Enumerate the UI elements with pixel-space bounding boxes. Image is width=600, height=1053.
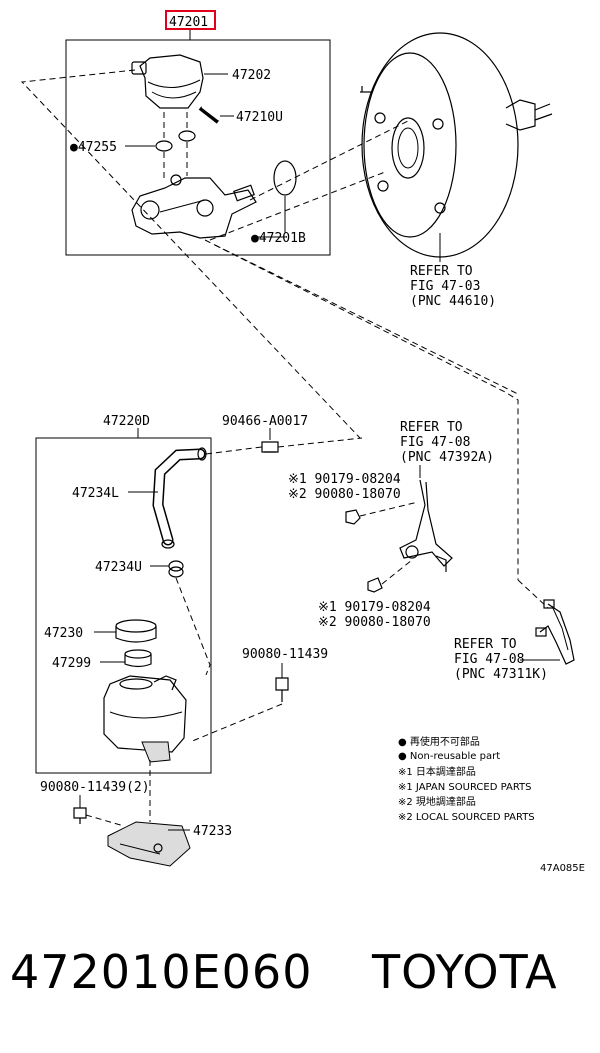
- callout-47233: 47233: [193, 824, 232, 839]
- master-cylinder-body[interactable]: [131, 142, 257, 239]
- oring-47201b[interactable]: [258, 160, 297, 238]
- callout-90466: 90466-A0017: [222, 414, 308, 429]
- junction1-line-1: ※1 90179-08204: [288, 472, 401, 487]
- brake-booster[interactable]: [360, 32, 553, 262]
- footer-part-number: 472010E060: [10, 945, 312, 999]
- refer-pedal-line-1: REFER TO: [400, 420, 463, 435]
- callout-47234l: 47234L: [72, 486, 119, 501]
- refer-booster-line-2: FIG 47-03: [410, 279, 480, 294]
- callout-47220d: 47220D: [103, 414, 150, 429]
- grommets-47255[interactable]: [125, 112, 196, 152]
- legend-line-5: ※2 現地調達部品: [398, 795, 476, 808]
- junction1-line-2: ※2 90080-18070: [288, 487, 401, 502]
- legend: ● 再使用不可部品 ● Non-reusable part ※1 日本調達部品 …: [398, 735, 535, 823]
- nut-junction-1[interactable]: [345, 501, 419, 525]
- reservoir-cap-47202[interactable]: [131, 54, 228, 109]
- footer-brand: TOYOTA: [371, 945, 558, 999]
- callout-47201b: ●47201B: [251, 231, 306, 246]
- callout-90080-right: 90080-11439: [242, 647, 328, 662]
- bolt-90080-11439-left[interactable]: [73, 795, 87, 824]
- legend-line-2: ● Non-reusable part: [398, 751, 500, 762]
- figure-code: 47A085E: [540, 863, 585, 874]
- bracket-47233[interactable]: [107, 821, 191, 867]
- refer-pedal-line-3: (PNC 47392A): [400, 450, 494, 465]
- nut-junction-2[interactable]: [367, 559, 413, 593]
- pin-47210u[interactable]: [198, 106, 234, 124]
- refer-pipe-line-1: REFER TO: [454, 637, 517, 652]
- callout-90080-left: 90080-11439(2): [40, 780, 150, 795]
- legend-line-4: ※1 JAPAN SOURCED PARTS: [398, 782, 532, 793]
- brake-pipe[interactable]: [520, 599, 575, 665]
- master-cylinder-box: [65, 39, 331, 256]
- legend-line-3: ※1 日本調達部品: [398, 765, 476, 778]
- clip-90466-a0017[interactable]: [261, 428, 279, 453]
- callout-47234u: 47234U: [95, 560, 142, 575]
- reservoir-box: [35, 437, 212, 774]
- callout-47202: 47202: [232, 68, 271, 83]
- refer-pipe-line-3: (PNC 47311K): [454, 667, 548, 682]
- strainer-47299[interactable]: [100, 649, 152, 668]
- cap-47230[interactable]: [94, 619, 157, 643]
- refer-booster-line-3: (PNC 44610): [410, 294, 496, 309]
- header-part-number[interactable]: 47201: [165, 10, 216, 40]
- refer-pedal-line-2: FIG 47-08: [400, 435, 470, 450]
- callout-47230: 47230: [44, 626, 83, 641]
- callout-47210u: 47210U: [236, 110, 283, 125]
- bolt-90080-11439-right[interactable]: [275, 663, 289, 702]
- refer-pipe-line-2: FIG 47-08: [454, 652, 524, 667]
- junction2-line-1: ※1 90179-08204: [318, 600, 431, 615]
- legend-line-1: ● 再使用不可部品: [398, 735, 480, 748]
- refer-booster-line-1: REFER TO: [410, 264, 473, 279]
- clamp-47234u[interactable]: [150, 560, 184, 578]
- junction2-line-2: ※2 90080-18070: [318, 615, 431, 630]
- callout-47255: ●47255: [70, 140, 117, 155]
- reservoir-tank[interactable]: [103, 675, 187, 763]
- callout-47299: 47299: [52, 656, 91, 671]
- legend-line-6: ※2 LOCAL SOURCED PARTS: [398, 812, 535, 823]
- header-part-number-label: 47201: [169, 15, 208, 30]
- hose-47234l[interactable]: [128, 447, 207, 549]
- pedal-bracket[interactable]: [399, 465, 453, 572]
